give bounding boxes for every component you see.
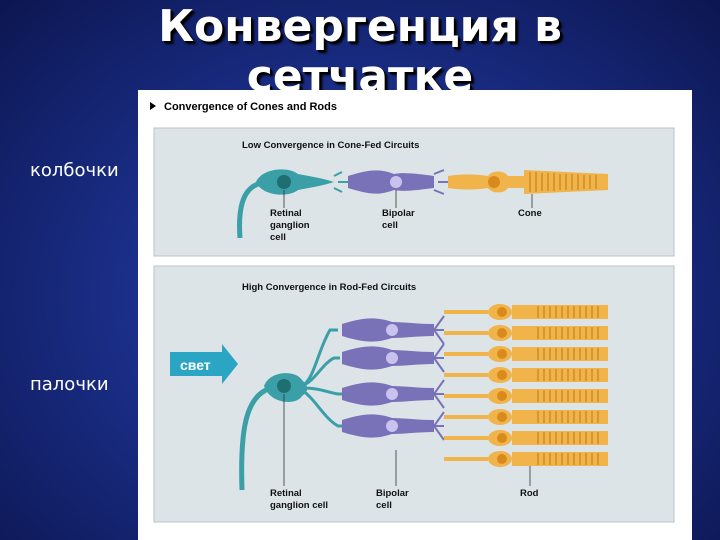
rod-circuit (239, 328, 342, 491)
top-cone-label: Cone (518, 208, 542, 219)
bipolar-cell (342, 379, 445, 409)
rods-label: палочки (30, 374, 109, 395)
cones-label: колбочки (30, 160, 119, 181)
bottom-panel-title: High Convergence in Rod-Fed Circuits (242, 282, 416, 293)
heading-triangle-icon (150, 102, 156, 110)
figure-canvas: Convergence of Cones and Rods Low Conver… (150, 101, 675, 523)
bottom-ganglion-label: Retinal ganglion cell (270, 488, 328, 511)
figure-heading: Convergence of Cones and Rods (164, 101, 337, 113)
top-bipolar-label: Bipolar cell (382, 208, 417, 231)
rod-cells (444, 304, 608, 467)
rod-cell (444, 325, 608, 341)
rod-cell (444, 409, 608, 425)
slide-title-line1: Конвергенция в (158, 1, 562, 52)
light-arrow: свет (170, 344, 238, 384)
rod-cell (444, 346, 608, 362)
bipolar-cell (342, 343, 445, 373)
top-panel-title: Low Convergence in Cone-Fed Circuits (242, 140, 419, 151)
rod-cell (444, 388, 608, 404)
bottom-bipolar-label: Bipolar cell (376, 488, 411, 511)
top-ganglion-label: Retinal ganglion cell (270, 208, 312, 243)
rod-cell (444, 430, 608, 446)
bipolar-cell (342, 411, 445, 441)
light-arrow-label: свет (180, 357, 211, 373)
rod-cell (444, 451, 608, 467)
rod-cell (444, 367, 608, 383)
slide-title: Конвергенция в сетчатке (0, 0, 720, 102)
rod-cell (444, 304, 608, 320)
cone-circuit (237, 169, 608, 239)
bottom-rod-label: Rod (520, 488, 539, 499)
convergence-figure: Convergence of Cones and Rods Low Conver… (138, 90, 692, 540)
bipolar-cells (342, 315, 445, 441)
bipolar-cell (342, 315, 445, 345)
